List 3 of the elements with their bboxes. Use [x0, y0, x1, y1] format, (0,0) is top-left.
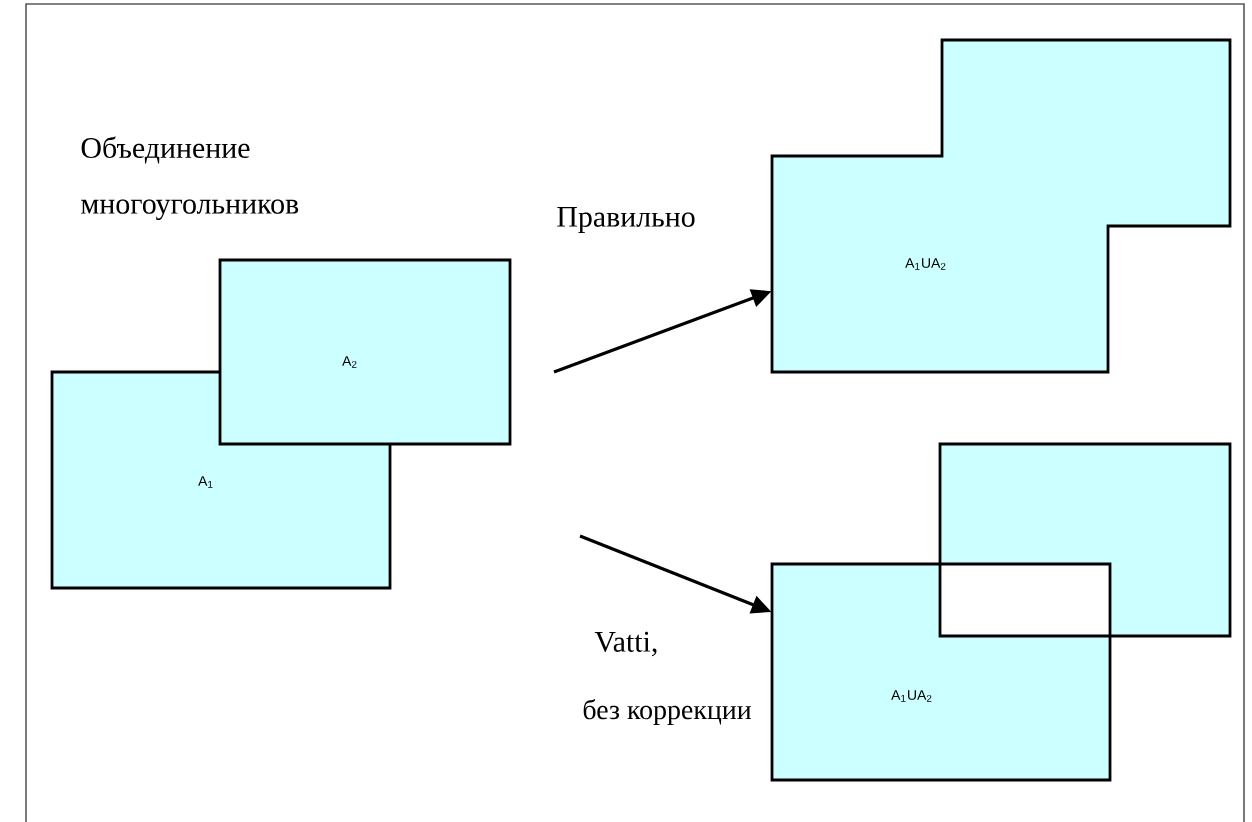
- edge-label: Vatti,: [594, 631, 657, 657]
- title: Объединение многоугольников: [81, 136, 299, 220]
- edge-label: Правильно: [557, 207, 695, 233]
